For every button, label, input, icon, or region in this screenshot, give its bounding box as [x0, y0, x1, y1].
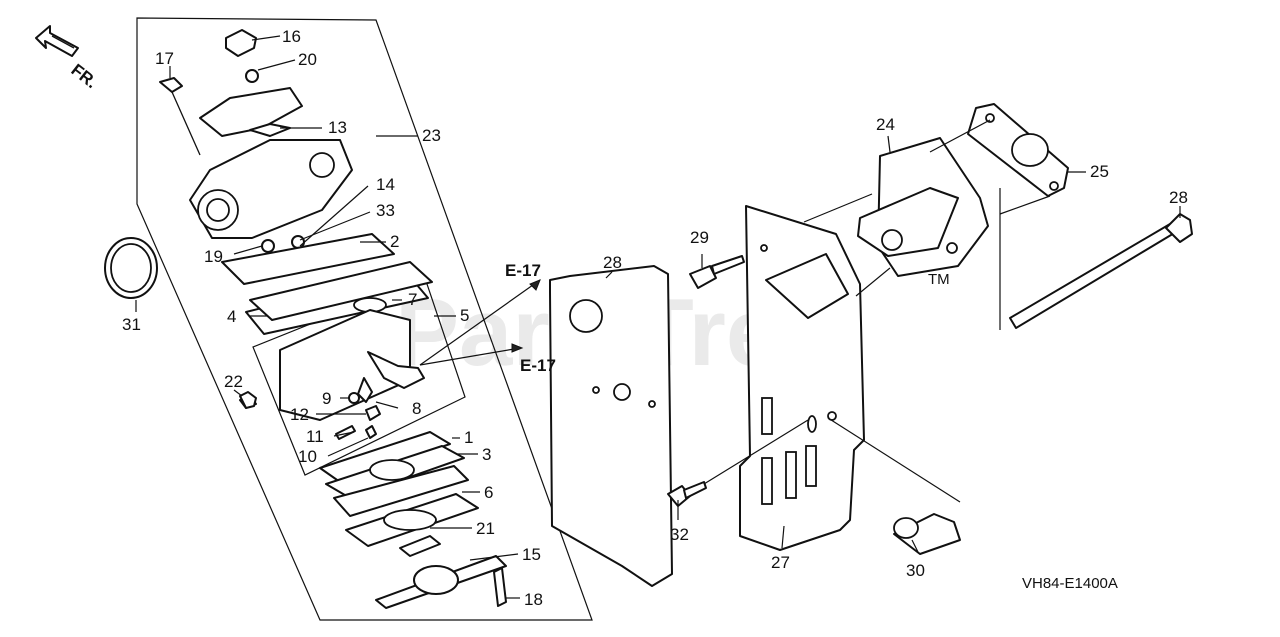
gasket-stack-lower [319, 431, 507, 609]
figure-code: VH84-E1400A [1022, 575, 1118, 592]
part-label-32: 32 [670, 525, 689, 544]
part-label-24: 24 [876, 115, 895, 134]
part-label-27: 27 [771, 553, 790, 572]
part-label-1: 1 [464, 428, 473, 447]
stud-bolt-28 [1009, 213, 1193, 329]
part-label-29: 29 [690, 228, 709, 247]
part-label-10: 10 [298, 447, 317, 466]
leader-lines [135, 35, 1181, 599]
carburetor-assembly-outline [136, 17, 593, 621]
direction-label: FR. [68, 60, 101, 92]
carburetor-body [189, 139, 353, 253]
part-label-19: 19 [204, 247, 223, 266]
part-label-25: 25 [1090, 162, 1109, 181]
part-label-31: 31 [122, 315, 141, 334]
part-label-30: 30 [906, 561, 925, 580]
part-label-18: 18 [524, 590, 543, 609]
bolt-29 [689, 255, 745, 289]
part-label-11: 11 [306, 427, 324, 446]
part-label-13: 13 [328, 118, 347, 137]
part-label-4: 4 [227, 307, 236, 326]
part-label-3: 3 [482, 445, 491, 464]
bolt-32 [667, 481, 707, 507]
part-label-12: 12 [290, 405, 309, 424]
intake-manifold-24 [857, 137, 989, 277]
part-label-28-bolt: 28 [1169, 188, 1188, 207]
part-22 [239, 391, 257, 409]
trademark-text: TM [928, 271, 950, 288]
part-label-14: 14 [376, 175, 395, 194]
part-label-28-plate: 28 [603, 253, 622, 272]
part-label-16: 16 [282, 27, 301, 46]
clamp-30 [893, 513, 961, 555]
front-direction-arrow-icon [35, 25, 79, 57]
part-label-6: 6 [484, 483, 493, 502]
pump-body [279, 309, 425, 421]
ref-label-e17-lower: E-17 [520, 356, 556, 375]
part-label-2: 2 [390, 232, 399, 251]
gasket-25 [967, 103, 1069, 197]
guard-plate-27 [739, 205, 865, 551]
o-ring-31 [104, 237, 158, 299]
part-label-8: 8 [412, 399, 421, 418]
part-label-7: 7 [408, 290, 417, 309]
carburetor-top-parts [159, 29, 303, 156]
part-label-33: 33 [376, 201, 395, 220]
part-label-17: 17 [155, 49, 174, 68]
part-label-23: 23 [422, 126, 441, 145]
insulator-plate-28 [549, 265, 673, 587]
part-label-9: 9 [322, 389, 331, 408]
ref-label-e17-upper: E-17 [505, 261, 541, 280]
part-label-15: 15 [522, 545, 541, 564]
part-label-5: 5 [460, 306, 469, 325]
part-label-20: 20 [298, 50, 317, 69]
part-label-21: 21 [476, 519, 495, 538]
part-label-22: 22 [224, 372, 243, 391]
gasket-stack-upper [221, 233, 433, 335]
